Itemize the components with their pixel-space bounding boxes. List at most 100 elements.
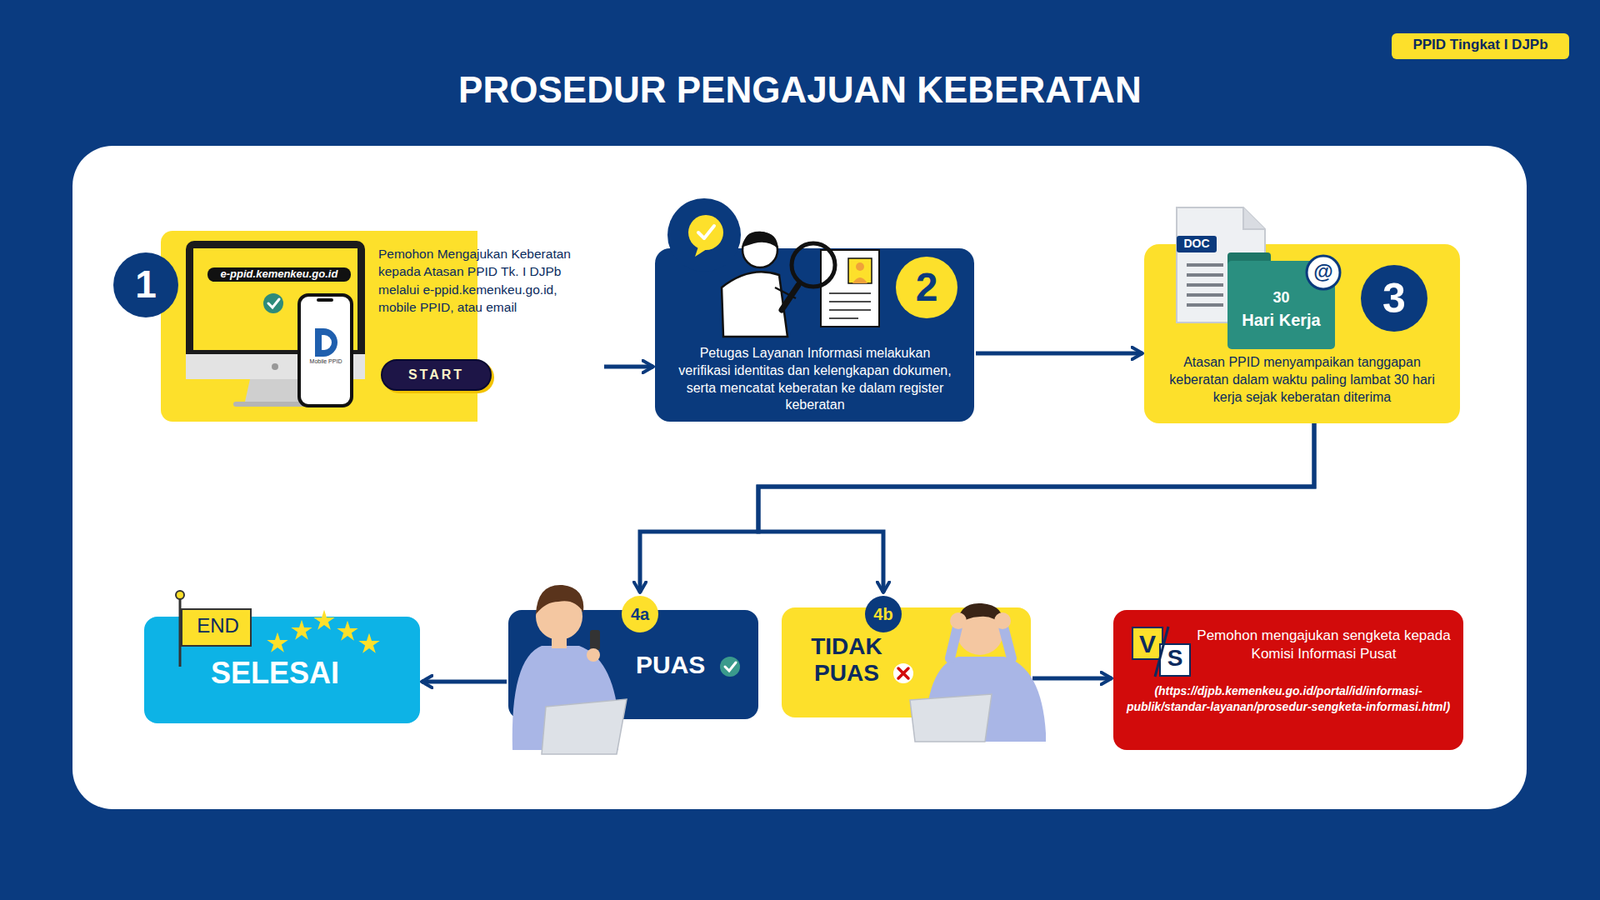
end-box: SELESAI (144, 616, 420, 724)
connector-arrow (975, 351, 1143, 356)
stars-part (358, 633, 380, 654)
officer-illustration-part (698, 225, 715, 239)
stars (266, 610, 380, 654)
node-text: (https://djpb.kemenkeu.go.id/portal/id/i… (1121, 683, 1455, 715)
officer-illustration (667, 198, 880, 337)
stars-part (290, 620, 312, 640)
step-number: 1 (113, 252, 179, 318)
node-text: 30 (1227, 289, 1335, 308)
process-box: Petugas Layanan Informasi melakukan veri… (655, 248, 975, 422)
officer-illustration-part (688, 215, 724, 250)
connector-arrow (758, 423, 1315, 593)
phone-illustration-part (321, 335, 332, 350)
satisfied-person-part (725, 662, 736, 671)
node-text: SELESAI (210, 655, 395, 691)
document-illustration-part (1176, 207, 1265, 323)
end-flag-part (175, 590, 185, 600)
label: S (1161, 645, 1189, 672)
monitor-illustration-part (185, 240, 365, 380)
officer-illustration-part (791, 243, 835, 287)
satisfied-person-part (720, 656, 740, 677)
unsatisfied-person-part (950, 623, 1012, 659)
unsatisfied-person-part (893, 663, 914, 684)
node-text: START (382, 366, 490, 383)
connector-arrow (640, 423, 1315, 593)
unsatisfied-person (893, 603, 1046, 742)
start-button: START (380, 359, 492, 391)
satisfied-person-part (535, 585, 584, 615)
vs-icon-part (1132, 627, 1163, 660)
node-text: 4b (865, 604, 902, 625)
document-illustration-part (1227, 252, 1271, 268)
label: @ (1309, 260, 1338, 283)
satisfied-person-part (586, 648, 600, 662)
unsatisfied-person-part (950, 612, 967, 630)
officer-illustration-part (743, 231, 778, 249)
officer-illustration-part (848, 258, 872, 284)
label: V (1134, 630, 1161, 658)
vs-icon (1132, 626, 1190, 677)
satisfied-person-part (512, 645, 619, 750)
node-text: Pemohon mengajukan sengketa kepada Komis… (1192, 626, 1455, 664)
step-number: 3 (1360, 265, 1428, 332)
outcome-box: TIDAK PUAS 4b (781, 607, 1031, 718)
unsatisfied-person-part (910, 694, 992, 742)
label: END (185, 614, 251, 639)
node-text: TIDAK PUAS (796, 633, 897, 687)
unsatisfied-person-part (956, 608, 1004, 655)
officer-illustration-part (781, 285, 799, 310)
document-illustration-part (1243, 207, 1265, 230)
officer-illustration-part (667, 198, 741, 272)
monitor-illustration-part (193, 248, 358, 350)
vs-icon-part (1160, 644, 1190, 676)
unsatisfied-person-part (925, 656, 1046, 742)
connector-arrow (421, 680, 507, 685)
step-number: 4a (621, 595, 659, 633)
satisfied-person-part (590, 630, 600, 650)
vs-icon-part (1155, 626, 1169, 677)
step-number: 4b (865, 595, 902, 633)
dispute-box: Pemohon mengajukan sengketa kepada Komis… (1113, 610, 1464, 750)
connector-arrow (604, 365, 654, 370)
officer-illustration-part (820, 250, 880, 327)
node-text: 3 (1360, 273, 1428, 324)
end-flag-part (181, 609, 251, 646)
monitor-illustration-part (271, 363, 279, 370)
node-text: Hari Kerja (1227, 310, 1335, 330)
officer-illustration-part (829, 293, 871, 319)
stars-part (313, 610, 335, 630)
document-illustration (1176, 207, 1340, 350)
stars-part (336, 620, 358, 641)
label: e-ppid.kemenkeu.go.id (207, 267, 351, 282)
officer-illustration-part (855, 262, 865, 271)
node-text: 2 (895, 263, 958, 312)
officer-illustration-part (775, 287, 796, 299)
satisfied-person-part (551, 633, 567, 649)
phone-illustration-part (316, 298, 334, 302)
end-flag-part (179, 596, 182, 667)
node-text: Petugas Layanan Informasi melakukan veri… (673, 345, 957, 415)
connector-arrow (1032, 676, 1112, 681)
white-panel (72, 145, 1527, 810)
document-illustration-part (1306, 255, 1340, 290)
officer-illustration-part (742, 232, 778, 268)
unsatisfied-person-part (994, 612, 1011, 630)
node-text: 1 (113, 261, 179, 308)
monitor-illustration-part (263, 293, 284, 314)
process-box: Pemohon Mengajukan Keberatan kepada Atas… (160, 230, 603, 422)
phone-illustration-part (299, 295, 352, 406)
process-box: Atasan PPID menyampaikan tanggapan keber… (1144, 244, 1460, 424)
monitor-illustration-part (245, 379, 305, 402)
monitor-illustration-part (233, 401, 317, 407)
unsatisfied-person-part (956, 603, 1004, 627)
title: PROSEDUR PENGAJUAN KEBERATAN (0, 68, 1600, 113)
phone-illustration (299, 295, 352, 406)
node-text: 4a (621, 604, 659, 625)
node-text: PPID Tingkat I DJPb (1391, 36, 1570, 54)
officer-illustration-part (852, 277, 868, 284)
satisfied-person-part (541, 699, 627, 755)
label: Mobile PPID (301, 358, 350, 365)
node-text: Atasan PPID menyampaikan tanggapan keber… (1159, 354, 1445, 406)
stars-part (266, 632, 288, 653)
